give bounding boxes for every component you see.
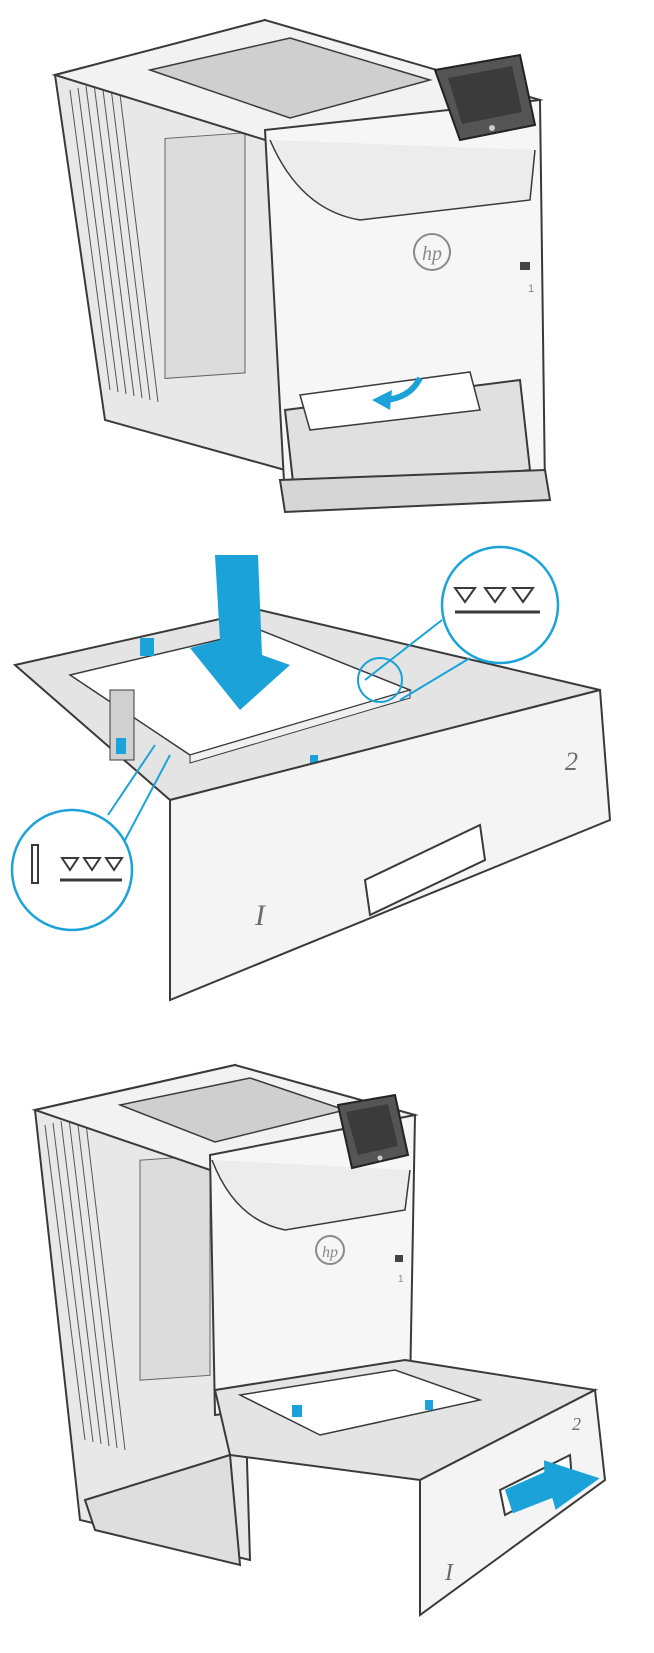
max-fill-callout <box>442 547 558 663</box>
side-vent-block <box>165 133 245 379</box>
printer-illustration-2: hp 1 2 I <box>0 1060 654 1653</box>
tray2-close-illustration: hp 1 2 I <box>0 1060 654 1653</box>
guide-release-tab-left <box>116 738 126 754</box>
printer-illustration-1: hp 1 <box>0 0 654 530</box>
guide-release-tab-back <box>140 638 154 656</box>
usb-port <box>520 262 530 270</box>
tray1-label: 1 <box>528 283 534 295</box>
side-vent-block-2 <box>140 1155 210 1380</box>
tray1-label-2: 1 <box>398 1274 404 1285</box>
guide-release-tab-2a <box>292 1405 302 1417</box>
usb-port-2 <box>395 1255 403 1262</box>
tray-illustration: 2 I <box>0 540 654 1040</box>
home-button-icon-2 <box>378 1156 383 1161</box>
hp-logo-text-2: hp <box>322 1244 338 1261</box>
hp-logo-text: hp <box>422 243 442 265</box>
printer-tray1-illustration: hp 1 <box>0 0 654 530</box>
guide-release-tab-2b <box>425 1400 433 1410</box>
tray2-loading-illustration: 2 I <box>0 540 654 1040</box>
home-button-icon <box>489 125 495 131</box>
tray-mark-2: I <box>444 1560 454 1586</box>
tray2-label-2: 2 <box>572 1414 581 1434</box>
tray2-label: 2 <box>565 747 578 776</box>
